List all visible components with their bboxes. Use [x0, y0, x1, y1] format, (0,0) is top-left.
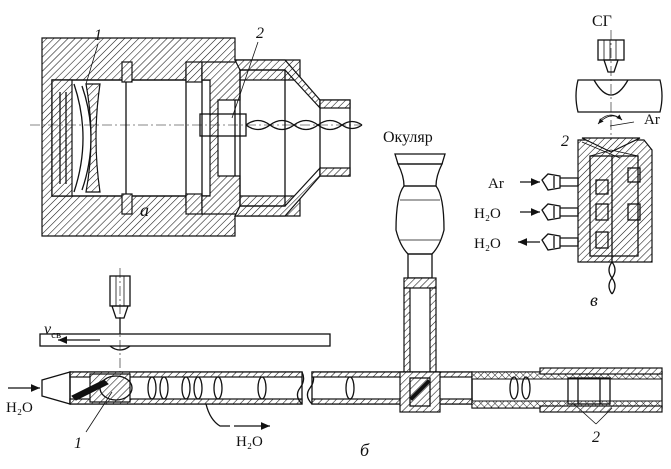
panel-v-drawing	[518, 30, 663, 295]
ar-inlet-label: Ar	[488, 176, 504, 192]
h2o-inlet-label-v: H₂O	[474, 206, 501, 222]
panel-b-drawing	[8, 153, 663, 433]
eyepiece-label: Окуляр	[383, 129, 433, 146]
h2o-outlet-label-v: H₂O	[474, 236, 501, 252]
h2o-outlet-label-b: H₂O	[236, 434, 263, 450]
panel-a-drawing	[30, 37, 363, 237]
callout-2-panel-b: 2	[592, 429, 600, 446]
panel-label-v: в	[590, 290, 598, 310]
callout-2-panel-a: 2	[256, 25, 264, 42]
panel-label-a: а	[140, 200, 149, 220]
h2o-inlet-label-b: H₂O	[6, 400, 33, 416]
sg-label: СГ	[592, 13, 612, 30]
ar-top-label: Ar	[644, 112, 660, 128]
velocity-label: vсв	[44, 321, 61, 341]
panel-label-b: б	[360, 440, 370, 460]
callout-1-panel-a: 1	[94, 27, 102, 44]
velocity-symbol: v	[44, 321, 52, 338]
velocity-subscript: св	[51, 329, 61, 341]
callout-1-panel-b: 1	[74, 435, 82, 452]
callout-2-panel-v: 2	[561, 133, 569, 150]
